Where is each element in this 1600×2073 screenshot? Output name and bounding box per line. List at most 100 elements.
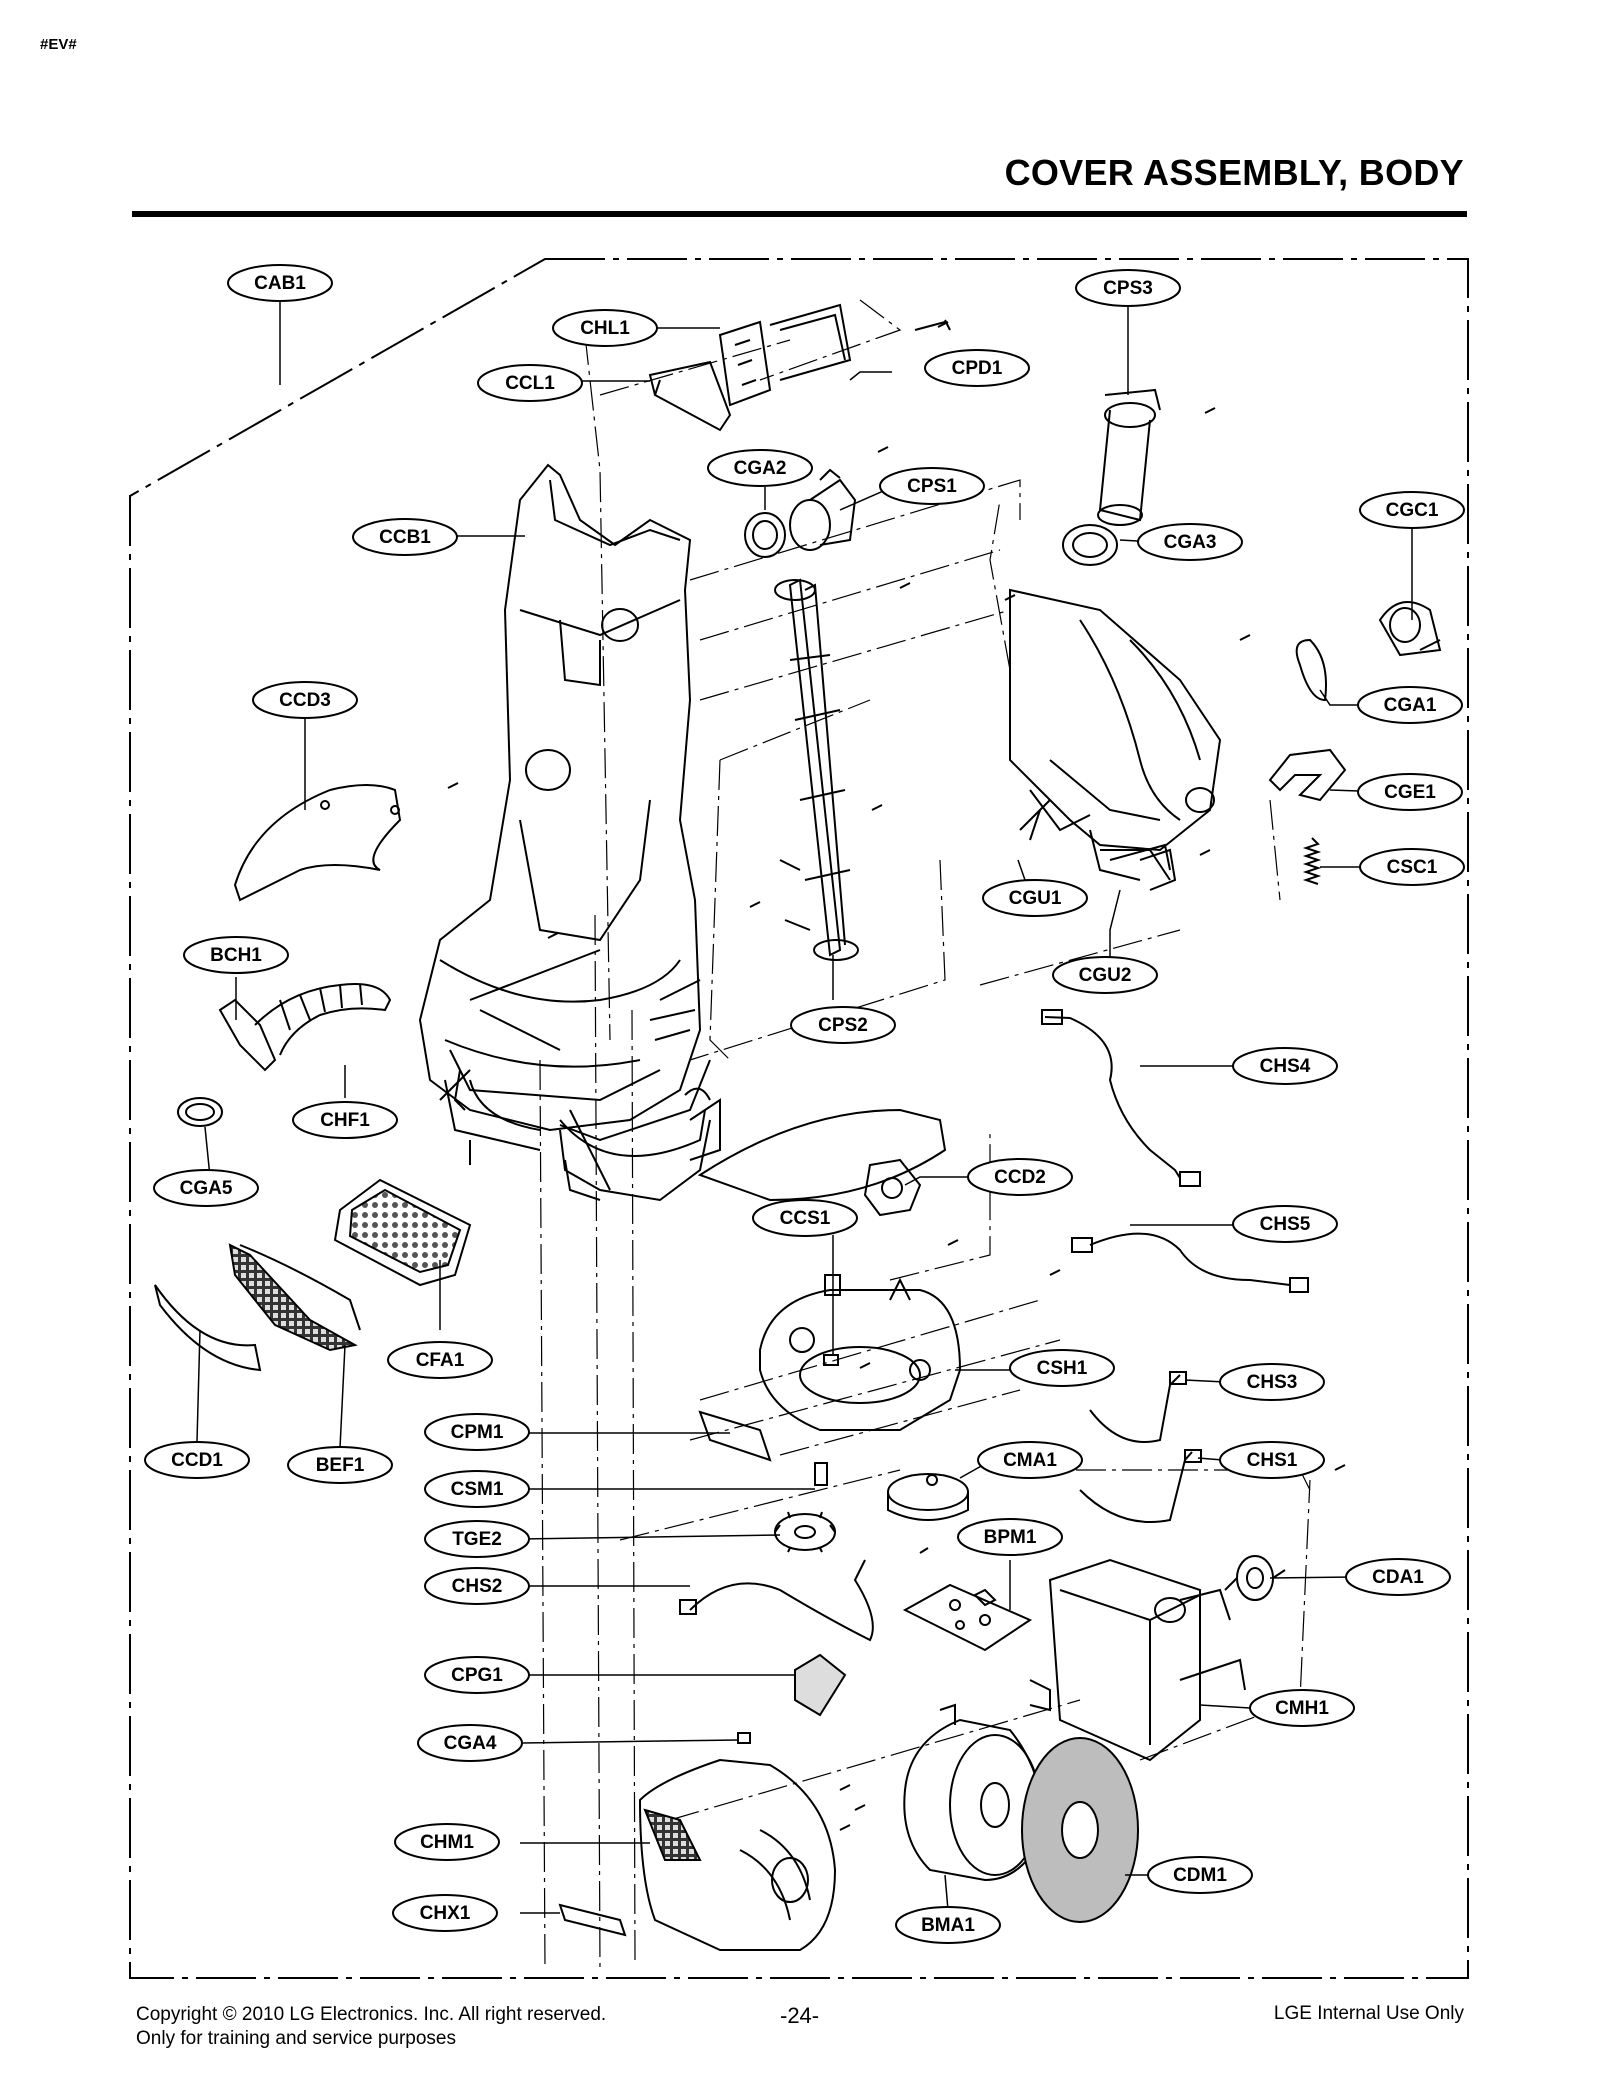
wire-harnesses xyxy=(679,1009,1309,1642)
hose-chf1 xyxy=(218,983,392,1072)
svg-text:CMA1: CMA1 xyxy=(1003,1450,1057,1471)
label-cfa1: CFA1 xyxy=(387,1341,493,1379)
label-chl1: CHL1 xyxy=(552,309,658,347)
svg-text:CPM1: CPM1 xyxy=(451,1422,504,1443)
usage-note: Only for training and service purposes xyxy=(136,2028,456,2049)
svg-text:CHS3: CHS3 xyxy=(1247,1372,1298,1393)
plate-cpm1 xyxy=(698,1410,772,1462)
part-cga4 xyxy=(737,1732,751,1744)
label-cga5: CGA5 xyxy=(153,1169,259,1207)
label-bpm1: BPM1 xyxy=(957,1518,1063,1556)
svg-text:CCD3: CCD3 xyxy=(279,690,331,711)
svg-text:CMH1: CMH1 xyxy=(1275,1698,1329,1719)
label-chs2: CHS2 xyxy=(424,1567,530,1605)
svg-text:CGA2: CGA2 xyxy=(734,458,787,479)
pcb-bpm1 xyxy=(902,1583,1033,1652)
filter-cfa1 xyxy=(333,1178,472,1287)
page-number: -24- xyxy=(780,2003,820,2028)
label-bch1: BCH1 xyxy=(183,936,289,974)
label-bma1: BMA1 xyxy=(895,1906,1001,1944)
svg-text:CGE1: CGE1 xyxy=(1384,782,1436,803)
label-csm1: CSM1 xyxy=(424,1470,530,1508)
svg-text:CCS1: CCS1 xyxy=(780,1208,831,1229)
part-drawings xyxy=(154,303,1442,1951)
switch-csm1 xyxy=(814,1462,828,1486)
label-cge1: CGE1 xyxy=(1357,773,1463,811)
label-cgc1: CGC1 xyxy=(1359,491,1465,529)
spring-csc1 xyxy=(1302,837,1322,885)
cover-ccd3 xyxy=(233,784,402,902)
svg-text:CSM1: CSM1 xyxy=(451,1479,504,1500)
lower-housing xyxy=(453,1069,721,1202)
diagram-frame xyxy=(129,258,1469,1979)
svg-text:CHM1: CHM1 xyxy=(420,1832,474,1853)
svg-text:BPM1: BPM1 xyxy=(984,1527,1037,1548)
label-cps2: CPS2 xyxy=(790,1006,896,1044)
ring-cga2 xyxy=(744,512,786,558)
svg-text:TGE2: TGE2 xyxy=(452,1529,502,1550)
internal-use-note: LGE Internal Use Only xyxy=(1273,2003,1464,2024)
document-tag: #EV# xyxy=(40,36,77,53)
gear-tge2 xyxy=(774,1511,836,1553)
svg-text:CSC1: CSC1 xyxy=(1387,857,1438,878)
svg-text:BCH1: BCH1 xyxy=(210,945,262,966)
svg-text:CGA4: CGA4 xyxy=(444,1733,497,1754)
label-cpg1: CPG1 xyxy=(424,1656,530,1694)
svg-text:CHF1: CHF1 xyxy=(320,1110,370,1131)
copyright-text: Copyright © 2010 LG Electronics. Inc. Al… xyxy=(136,2004,607,2025)
label-chx1: CHX1 xyxy=(392,1894,498,1932)
label-cgu2: CGU2 xyxy=(1052,956,1158,994)
label-cpd1: CPD1 xyxy=(924,349,1030,387)
label-chs5: CHS5 xyxy=(1232,1205,1338,1243)
label-chs1: CHS1 xyxy=(1219,1441,1325,1479)
svg-text:CDA1: CDA1 xyxy=(1372,1567,1424,1588)
label-bef1: BEF1 xyxy=(287,1446,393,1484)
label-text-cab1: CAB1 xyxy=(254,273,306,294)
ring-cga3 xyxy=(1062,524,1118,566)
label-chs4: CHS4 xyxy=(1232,1047,1338,1085)
label-cmh1: CMH1 xyxy=(1249,1689,1355,1727)
svg-text:CGA1: CGA1 xyxy=(1384,695,1437,716)
label-cga4: CGA4 xyxy=(417,1724,523,1762)
body-cover-ccb1 xyxy=(418,463,711,1165)
exhaust-bef1 xyxy=(228,1243,361,1352)
label-chm1: CHM1 xyxy=(394,1823,500,1861)
handle-parts xyxy=(648,303,951,432)
svg-text:CHL1: CHL1 xyxy=(580,318,630,339)
motor-cma1 xyxy=(887,1473,969,1521)
part-ccs1 xyxy=(824,1274,841,1296)
label-cga3: CGA3 xyxy=(1137,523,1243,561)
svg-text:CGA3: CGA3 xyxy=(1164,532,1217,553)
assembly-guide-lines xyxy=(539,299,1311,1971)
label-cpm1: CPM1 xyxy=(424,1413,530,1451)
pipe-cps3 xyxy=(1097,388,1161,526)
label-csc1: CSC1 xyxy=(1359,848,1465,886)
svg-text:CHS2: CHS2 xyxy=(452,1576,503,1597)
svg-text:CPS2: CPS2 xyxy=(818,1015,868,1036)
svg-text:CPD1: CPD1 xyxy=(952,358,1003,379)
motor-housing-cmh1 xyxy=(1029,1558,1246,1762)
svg-text:CHS1: CHS1 xyxy=(1247,1450,1298,1471)
svg-text:CFA1: CFA1 xyxy=(416,1350,465,1371)
label-chf1: CHF1 xyxy=(292,1101,398,1139)
label-cdm1: CDM1 xyxy=(1147,1856,1253,1894)
svg-text:CPS3: CPS3 xyxy=(1103,278,1153,299)
label-cga2: CGA2 xyxy=(707,449,813,487)
label-cps3: CPS3 xyxy=(1075,269,1181,307)
svg-text:CGU1: CGU1 xyxy=(1009,888,1062,909)
label-cab1: CAB1 xyxy=(227,264,333,302)
svg-text:CCD2: CCD2 xyxy=(994,1167,1046,1188)
title-rule xyxy=(132,211,1467,217)
clamp-cgc1 xyxy=(1378,601,1442,657)
label-ccs1: CCS1 xyxy=(752,1199,858,1237)
label-ccd3: CCD3 xyxy=(252,681,358,719)
hose-tube-cps2 xyxy=(774,578,859,961)
cover-ccd2 xyxy=(697,1108,947,1217)
part-chx1 xyxy=(558,1903,627,1937)
label-ccd2: CCD2 xyxy=(967,1158,1073,1196)
svg-text:CHS4: CHS4 xyxy=(1260,1056,1311,1077)
svg-text:CDM1: CDM1 xyxy=(1173,1865,1227,1886)
elbow-cps1 xyxy=(789,468,857,551)
svg-text:CCB1: CCB1 xyxy=(379,527,431,548)
